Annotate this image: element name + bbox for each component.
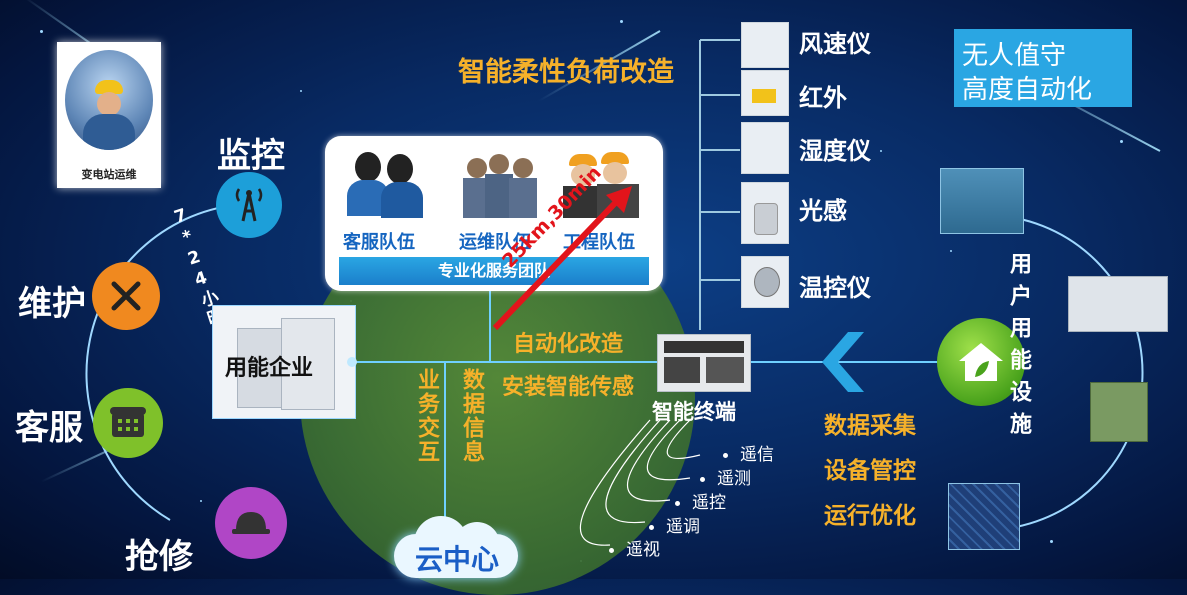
cloud-center: 云中心 [384, 508, 524, 579]
automation-transform-label: 自动化改造 [513, 332, 624, 357]
customer-team-icon [347, 146, 427, 221]
green-house-icon [937, 318, 1025, 406]
repair-label: 抢修 [125, 537, 193, 577]
service-team-banner: 专业化服务团队 [339, 257, 649, 285]
monitor-label: 监控 [217, 136, 285, 176]
remote-control-item: 遥信 [723, 440, 774, 465]
install-sensors-label: 安装智能传感 [502, 375, 635, 400]
maintain-label: 维护 [18, 284, 86, 324]
smart-terminal-label: 智能终端 [652, 400, 736, 424]
business-interaction-label: 业务交互 [414, 368, 439, 464]
flexible-load-headline: 智能柔性负荷改造 [458, 57, 674, 88]
connection-lines [85, 39, 1144, 531]
anemometer-icon [741, 22, 789, 68]
antenna-icon [216, 172, 282, 238]
team-label: 运维队伍 [459, 232, 531, 253]
substation-photo-card: 变电站运维 [57, 42, 161, 188]
building-icon [227, 314, 337, 410]
function-label: 数据采集 [824, 413, 916, 439]
remote-control-item: 遥测 [700, 464, 751, 489]
telephone-icon [93, 388, 163, 458]
function-label: 运行优化 [824, 503, 916, 529]
switchgear-cabinet-icon [1068, 276, 1168, 332]
infrared-sensor-icon [741, 70, 789, 116]
light-sensor-icon [741, 182, 789, 244]
photo-caption: 变电站运维 [81, 168, 137, 181]
enterprise-label: 用能企业 [225, 356, 314, 381]
unattended-line1: 无人值守 [962, 41, 1067, 71]
user-equipment-label: 用户用能设施 [1006, 252, 1031, 444]
device-label: 光感 [799, 197, 847, 225]
function-label: 设备管控 [824, 458, 916, 484]
helmet-icon [215, 487, 287, 559]
remote-control-item: 遥调 [649, 512, 700, 537]
maintenance-team-icon [463, 148, 543, 223]
remote-control-item: 遥视 [609, 535, 660, 560]
team-label: 客服队伍 [343, 232, 415, 253]
cloud-center-label: 云中心 [414, 543, 499, 576]
smart-terminal-device [657, 334, 751, 392]
box-substation-icon [940, 168, 1024, 234]
device-label: 风速仪 [799, 30, 871, 58]
solar-panel-icon [948, 483, 1020, 550]
chevron-left-icon [822, 332, 864, 392]
device-label: 温控仪 [799, 274, 871, 302]
device-label: 红外 [799, 84, 847, 112]
unattended-line2: 高度自动化 [962, 75, 1093, 105]
unattended-box: 无人值守 高度自动化 [954, 29, 1132, 107]
tools-icon [92, 262, 160, 330]
enterprise-connector-dot [347, 357, 357, 367]
device-label: 湿度仪 [799, 137, 871, 165]
hygrometer-icon [741, 122, 789, 174]
customer-service-label: 客服 [15, 408, 83, 448]
thermostat-icon [741, 256, 789, 308]
distance-arrow [492, 186, 632, 331]
worker-avatar [65, 50, 153, 150]
remote-control-item: 遥控 [675, 488, 726, 513]
data-info-label: 数据信息 [459, 368, 484, 464]
transformer-icon [1090, 382, 1148, 442]
